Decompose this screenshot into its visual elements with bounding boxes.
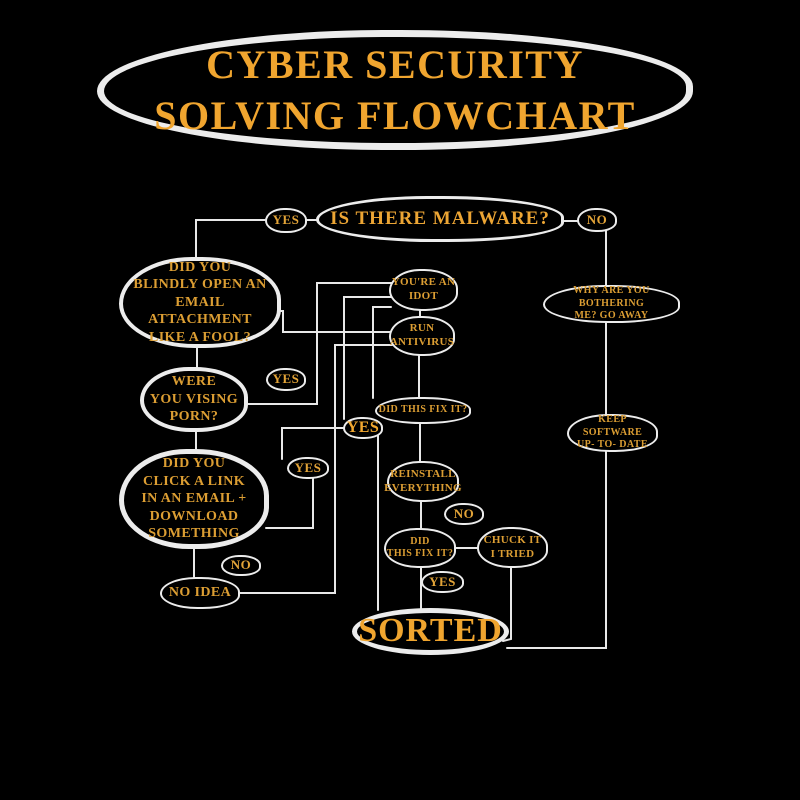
node-why-bothering-go-away: WHY ARE YOU BOTHERING ME? GO AWAY	[543, 285, 680, 323]
node-click-link-download: DID YOU CLICK A LINK IN AN EMAIL + DOWNL…	[119, 449, 269, 549]
node-is-there-malware: IS THERE MALWARE?	[316, 196, 564, 242]
node-no-idea: NO IDEA	[160, 577, 240, 609]
flow-line	[265, 477, 314, 529]
flow-line	[245, 282, 393, 405]
label-no-malware: NO	[577, 208, 617, 232]
node-blindly-open-attachment: DID YOU BLINDLY OPEN AN EMAIL ATTACHMENT…	[119, 257, 281, 348]
node-sorted: SORTED	[352, 608, 509, 655]
node-did-this-fix-it-1: DID THIS FIX IT?	[375, 397, 471, 424]
flowchart-title: CYBER SECURITY SOLVING FLOWCHART	[97, 30, 693, 150]
title-line-1: CYBER SECURITY	[206, 41, 584, 87]
flow-line	[506, 449, 607, 649]
label-yes-fix2: YES	[421, 571, 464, 593]
label-no-click-link: NO	[221, 555, 261, 576]
flow-line	[502, 566, 512, 642]
flow-line	[238, 344, 393, 594]
flow-line	[195, 219, 266, 261]
label-yes-porn: YES	[266, 368, 306, 391]
label-yes-malware: YES	[265, 208, 307, 233]
label-no-reinstall: NO	[444, 503, 484, 525]
node-did-this-fix-it-2: DID THIS FIX IT?	[384, 528, 456, 568]
node-youre-an-idot: YOU'RE AN IDOT	[389, 269, 458, 311]
node-reinstall-everything: REINSTALL EVERYTHING	[384, 461, 462, 502]
label-yes-fix1: YES	[343, 417, 383, 439]
node-run-antivirus: RUN ANTIVIRUS	[389, 316, 455, 356]
node-keep-software-up-to-date: KEEP SOFTWARE UP- TO- DATE	[567, 414, 658, 452]
flow-line	[281, 427, 344, 460]
flow-line	[277, 310, 393, 333]
title-line-2: SOLVING FLOWCHART	[154, 93, 636, 138]
flow-line	[372, 306, 392, 399]
flow-line	[343, 296, 392, 420]
label-yes-click-link: YES	[287, 457, 329, 479]
node-were-you-vising-porn: WERE YOU VISING PORN?	[140, 367, 248, 432]
node-chuck-it-i-tried: CHUCK IT I TRIED	[477, 527, 548, 568]
